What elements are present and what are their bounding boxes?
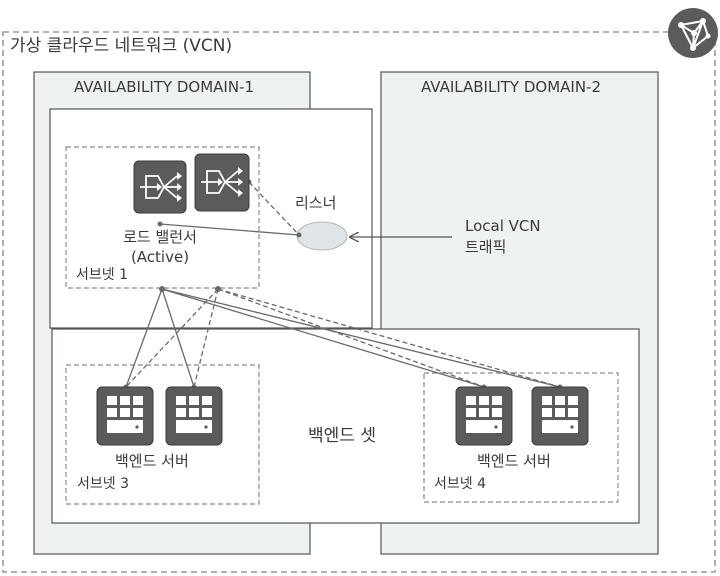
load-balancer-icon bbox=[133, 160, 187, 214]
traffic-label-line1: Local VCN bbox=[465, 217, 541, 235]
backend-server-icon bbox=[96, 386, 154, 446]
network-mesh-icon bbox=[668, 8, 718, 58]
load-balancer-state: (Active) bbox=[130, 248, 190, 266]
vcn-title: 가상 클라우드 네트워크 (VCN) bbox=[10, 36, 233, 56]
standby-to-s3-server1-line bbox=[125, 288, 219, 388]
lb-node-standby bbox=[215, 286, 221, 292]
subnet4-box bbox=[423, 372, 619, 503]
lb-standby-listener-line bbox=[248, 181, 300, 236]
lb-to-s3-server1-line bbox=[125, 288, 163, 388]
lb-to-s4-server2-line bbox=[161, 288, 561, 388]
lb-to-s3-server2-line bbox=[161, 288, 195, 388]
backend-set-label: 백엔드 셋 bbox=[308, 426, 376, 446]
backend-server-icon bbox=[455, 386, 513, 446]
backend-server-icon bbox=[165, 386, 223, 446]
vcn-boundary bbox=[2, 31, 716, 573]
subnet1-label: 서브넷 1 bbox=[76, 267, 128, 283]
standby-to-s3-server2-line bbox=[193, 288, 219, 388]
subnet4-label: 서브넷 4 bbox=[434, 476, 486, 492]
backend-server-icon bbox=[531, 386, 589, 446]
subnet3-label: 서브넷 3 bbox=[77, 476, 129, 492]
standby-to-s4-server1-line bbox=[217, 288, 485, 388]
load-balancer-label: 로드 밸런서 bbox=[123, 228, 197, 246]
load-balancer-standby-icon bbox=[194, 153, 250, 212]
subnet3-box bbox=[65, 364, 260, 505]
lb-to-s4-server1-line bbox=[161, 288, 485, 388]
standby-to-s4-server2-line bbox=[217, 288, 561, 388]
lb-active-listener-line bbox=[159, 223, 300, 236]
subnet4-servers-label: 백엔드 서버 bbox=[477, 452, 551, 470]
ad2-title: AVAILABILITY DOMAIN-2 bbox=[421, 78, 601, 96]
listener-ellipse bbox=[296, 221, 348, 251]
subnet1-box bbox=[49, 108, 373, 329]
lb-node-active bbox=[159, 286, 165, 292]
listener-label: 리스너 bbox=[295, 194, 337, 212]
traffic-label-line2: 트래픽 bbox=[465, 238, 507, 256]
lb-active-endpoint bbox=[157, 221, 163, 227]
load-balancer-group bbox=[65, 146, 260, 289]
ad1-title: AVAILABILITY DOMAIN-1 bbox=[74, 78, 254, 96]
subnet3-servers-label: 백엔드 서버 bbox=[115, 452, 189, 470]
